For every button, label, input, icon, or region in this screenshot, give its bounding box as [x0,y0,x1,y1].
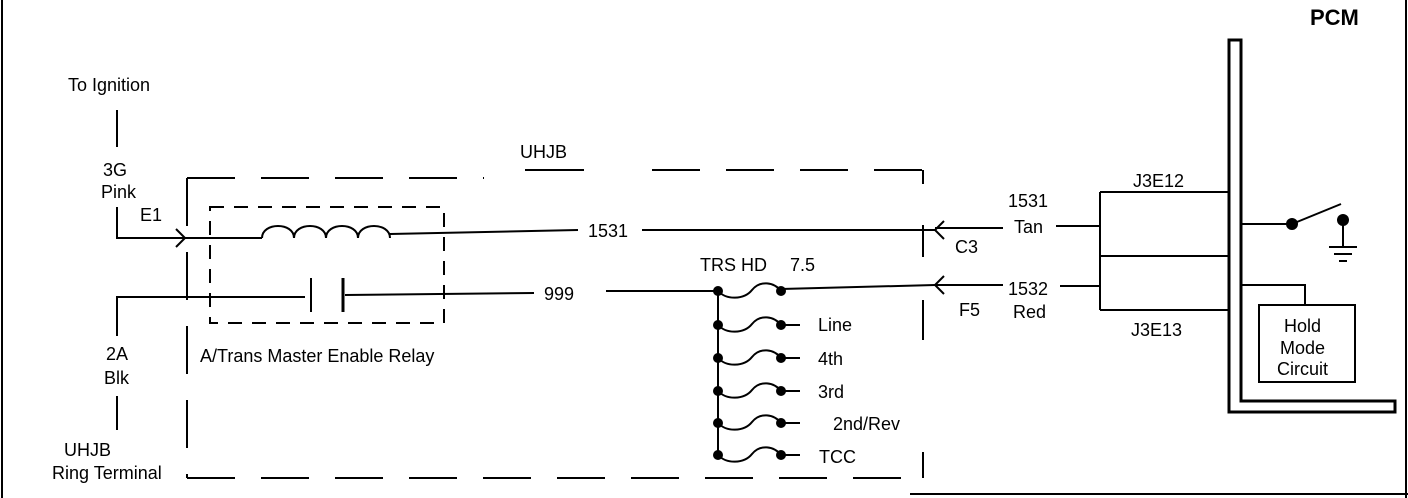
hold-mode-box [1258,304,1356,383]
fuse-element-tcc [717,446,800,463]
fuse-branch-3rd: 3rd [713,382,844,402]
fuse-output-3rd: 3rd [818,382,844,402]
fuse-output-tcc: TCC [819,447,856,467]
fuse-branch-tcc: TCC [713,446,856,467]
fuse-main-element [717,282,782,299]
fuse-terminal-tcc [776,450,786,460]
ignition-wire-lower [116,207,185,239]
fuse-element-3rd [717,382,800,399]
fuse-main-terminal [776,286,786,296]
ground-label-line2: Ring Terminal [52,463,162,483]
c3-connector-label: C3 [955,237,978,257]
ground-color: Blk [104,368,130,388]
ignition-color: Pink [101,182,137,202]
fuse-element-2nd-rev [717,414,800,431]
f5-connector-label: F5 [959,300,980,320]
wire-1531-circuit-pcm: 1531 [1008,191,1048,211]
fuse-element-line [717,316,800,333]
j3e13-pin-label: J3E13 [1131,320,1182,340]
uhjb-title: UHJB [520,142,567,162]
fuse-element-4th [717,349,800,366]
pcm-switch-blade [1291,203,1342,225]
ignition-pin: 3G [103,160,127,180]
wire-1532-circuit: 1532 [1008,279,1048,299]
fuse-output-line: Line [818,315,852,335]
fuse-branch-4th: 4th [713,349,843,369]
ignition-terminal: E1 [140,205,162,225]
relay-enclosure [209,206,445,324]
fuse-terminal-2nd-rev [776,418,786,428]
pcm-title: PCM [1310,5,1359,30]
ground-pin: 2A [106,344,128,364]
fuse-output-4th: 4th [818,349,843,369]
hold-mode-label-line3: Circuit [1277,359,1328,379]
fuse-branch-line: Line [713,315,852,335]
fuse-terminal-4th [776,353,786,363]
wire-999-left [344,292,535,296]
wire-1531-color: Tan [1014,217,1043,237]
wire-1531-left [389,229,579,235]
fuse-terminal-line [776,320,786,330]
wire-1531-circuit: 1531 [588,221,628,241]
relay-coil [261,225,391,239]
pcm-housing [1227,38,1397,414]
fuse-terminal-3rd [776,386,786,396]
relay-label: A/Trans Master Enable Relay [200,346,434,366]
hold-mode-label-line2: Mode [1280,338,1325,358]
fuse-block-rating: 7.5 [790,255,815,275]
fuse-block-title: TRS HD [700,255,767,275]
j3e12-pin-label: J3E12 [1133,171,1184,191]
wire-999-circuit: 999 [544,284,574,304]
fuse-output-2nd-rev: 2nd/Rev [833,414,900,434]
wire-1532-color: Red [1013,302,1046,322]
hold-mode-feed [1241,284,1306,305]
hold-mode-label-line1: Hold [1284,316,1321,336]
ground-label-line1: UHJB [64,440,111,460]
fuse-branch-2nd-rev: 2nd/Rev [713,414,900,434]
ignition-label: To Ignition [68,75,150,95]
ground-wire-upper [116,296,305,336]
c3-connector-arrow [933,220,945,240]
wire-1532-left [780,284,936,290]
